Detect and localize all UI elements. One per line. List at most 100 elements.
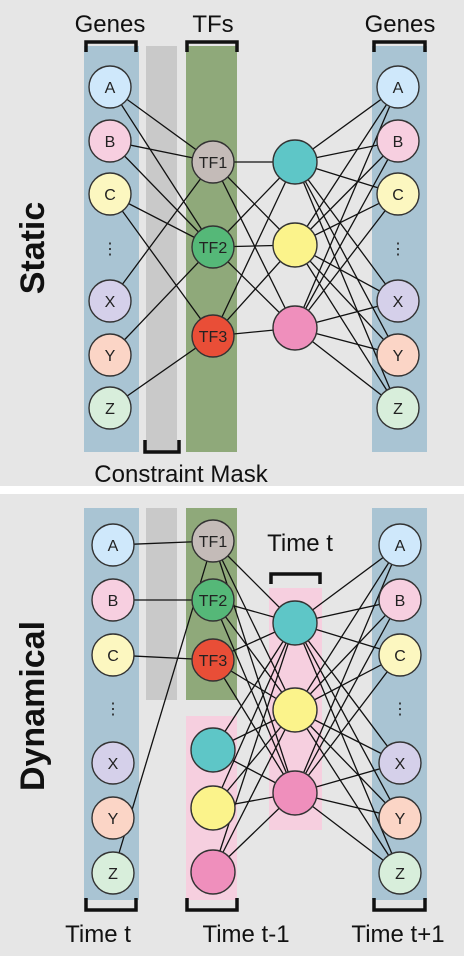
static-edge-hidden3-gene-C: [294, 193, 399, 329]
dyn-time-t-bracket: [269, 572, 322, 584]
static-gene-right-3: ⋮: [390, 241, 406, 258]
static-gene-left-4: X: [88, 279, 132, 323]
dyn-edge-hidden1-gene-Z: [294, 622, 401, 874]
dyn-hidden-node-1: [272, 600, 318, 646]
dyn-edge-tf2-hidden3: [212, 599, 296, 794]
static-gene-left-5-circle: [88, 333, 132, 377]
dyn-gene-left-0-circle: [91, 523, 135, 567]
dyn-gene-left-label-3: ⋮: [105, 701, 121, 718]
static-gene-right-label-1: B: [393, 134, 404, 151]
static-edge-gene-A-tf2: [109, 86, 214, 248]
static-edge-hidden2-gene-Z: [294, 244, 399, 409]
static-tf-label-3: TF3: [199, 329, 228, 346]
static-gene-left-label-4: X: [105, 294, 116, 311]
dyn-gene-left-label-4: X: [108, 756, 119, 773]
dyn-hidden-node-3-circle: [272, 770, 318, 816]
static-hidden-node-1-circle: [272, 139, 318, 185]
static-edge-gene-X-tf1: [109, 161, 214, 302]
dyn-gene-right-1: B: [378, 578, 422, 622]
static-edge-tf1-hidden3: [212, 161, 296, 329]
static-edge-hidden2-gene-B: [294, 140, 399, 246]
static-gene-right-5: Y: [376, 333, 420, 377]
static-gene-right-label-4: X: [393, 294, 404, 311]
dyn-prev-node-1: [190, 727, 236, 773]
dyn-gene-left-1-circle: [91, 578, 135, 622]
dyn-gene-right-0-circle: [378, 523, 422, 567]
dyn-gene-right-2: C: [378, 633, 422, 677]
static-tf-2: TF2: [191, 225, 235, 269]
dyn-edge-tf1-hidden3: [212, 540, 296, 794]
dyn-tf-1-circle: [191, 519, 235, 563]
dyn-tf-2: TF2: [191, 578, 235, 622]
dyn-edge-hidden3-gene-A: [294, 544, 401, 794]
dyn-gene-right-5: Y: [378, 796, 422, 840]
static-gene-right-2: C: [376, 172, 420, 216]
dyn-prev-node-3: [190, 849, 236, 895]
static-gene-left-0: A: [88, 65, 132, 109]
dyn-gene-right-label-3: ⋮: [392, 701, 408, 718]
dyn-bottom-mid-bracket: [185, 898, 239, 912]
static-tf-label-1: TF1: [199, 155, 228, 172]
dyn-tf-3: TF3: [191, 638, 235, 682]
static-tf-3-circle: [191, 314, 235, 358]
static-genes-right-header: Genes: [365, 11, 436, 38]
static-gene-left-label-0: A: [105, 80, 116, 97]
static-edge-hidden3-gene-A: [294, 86, 399, 329]
dyn-gene-left-label-5: Y: [108, 811, 119, 828]
dyn-tf-3-circle: [191, 638, 235, 682]
dyn-bottom-right-bracket: [372, 898, 427, 912]
static-tf-label-2: TF2: [199, 240, 228, 257]
static-tf-2-circle: [191, 225, 235, 269]
constraint-mask-label: Constraint Mask: [94, 461, 268, 488]
static-constraint-mask-column: [146, 46, 177, 452]
dyn-bottom-right-label: Time t+1: [351, 921, 444, 948]
static-gene-right-label-5: Y: [393, 348, 404, 365]
static-gene-left-label-2: C: [104, 187, 116, 204]
dyn-gene-left-6: Z: [91, 851, 135, 895]
dyn-edge-prev2-hidden1: [212, 622, 296, 809]
static-gene-left-label-6: Z: [105, 401, 115, 418]
static-edge-hidden2-gene-A: [294, 86, 399, 246]
dyn-gene-left-5: Y: [91, 796, 135, 840]
dyn-tf-2-circle: [191, 578, 235, 622]
static-gene-right-label-2: C: [392, 187, 404, 204]
dyn-hidden-node-2: [272, 687, 318, 733]
dyn-edge-hidden1-gene-Y: [294, 622, 401, 819]
dyn-edge-tf3-hidden3: [212, 659, 296, 794]
dyn-gene-left-1: B: [91, 578, 135, 622]
dyn-edge-prev1-hidden1: [212, 622, 296, 751]
static-gene-left-3: ⋮: [102, 241, 118, 258]
dyn-hidden-node-1-circle: [272, 600, 318, 646]
dyn-bottom-left-label: Time t: [65, 921, 131, 948]
dyn-gene-right-2-circle: [378, 633, 422, 677]
dyn-hidden-node-2-circle: [272, 687, 318, 733]
static-gene-left-2: C: [88, 172, 132, 216]
dyn-edge-hidden2-gene-B: [294, 599, 401, 711]
dyn-tf-label-3: TF3: [199, 653, 228, 670]
static-gene-right-0: A: [376, 65, 420, 109]
dyn-gene-right-label-0: A: [395, 538, 406, 555]
static-edge-hidden1-gene-Y: [294, 161, 399, 356]
dyn-gene-left-4-circle: [91, 741, 135, 785]
dyn-edge-hidden1-gene-X: [294, 622, 401, 764]
dyn-gene-left-label-2: C: [107, 648, 119, 665]
dyn-gene-left-0: A: [91, 523, 135, 567]
dyn-tf-label-1: TF1: [199, 534, 228, 551]
dyn-edge-tf2-hidden2: [212, 599, 296, 711]
dyn-gene-right-6: Z: [378, 851, 422, 895]
static-gene-right-label-3: ⋮: [390, 241, 406, 258]
dyn-tf-label-2: TF2: [199, 593, 228, 610]
dyn-gene-right-label-2: C: [394, 648, 406, 665]
static-gene-left-5: Y: [88, 333, 132, 377]
static-edge-hidden3-gene-B: [294, 140, 399, 329]
static-tf-1: TF1: [191, 140, 235, 184]
dyn-bottom-mid-label: Time t-1: [202, 921, 289, 948]
dyn-gene-right-label-5: Y: [395, 811, 406, 828]
static-gene-left-label-1: B: [105, 134, 116, 151]
static-gene-left-label-3: ⋮: [102, 241, 118, 258]
dyn-gene-left-2: C: [91, 633, 135, 677]
static-gene-right-5-circle: [376, 333, 420, 377]
static-edge-gene-B-tf2: [109, 140, 214, 248]
static-gene-left-6: Z: [88, 386, 132, 430]
dyn-edge-prev3-hidden2: [212, 709, 296, 873]
